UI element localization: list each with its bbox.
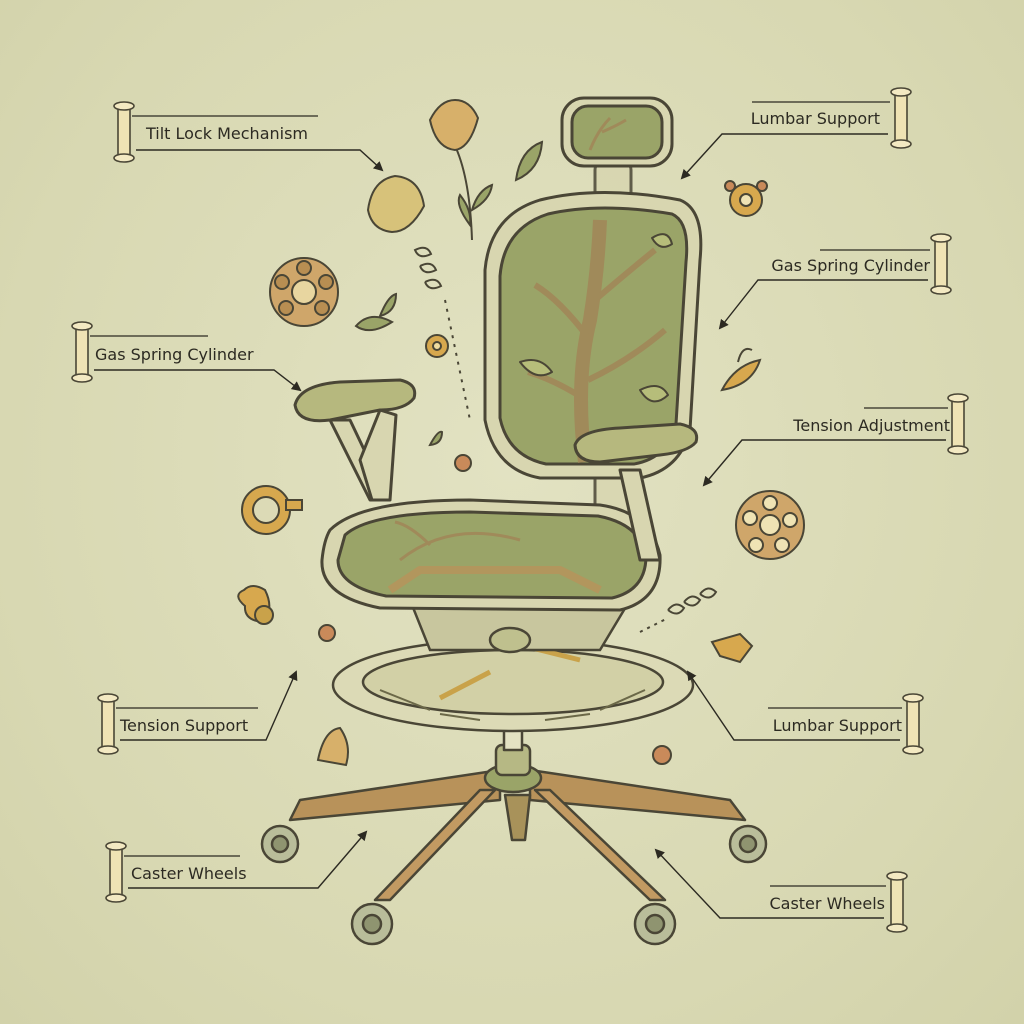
- backrest: [483, 158, 703, 542]
- callout-tension-support: Tension Support: [97, 670, 298, 755]
- armrests: [293, 378, 699, 562]
- callout-tension-adjustment: Tension Adjustment: [702, 393, 969, 487]
- caster-wheels: [260, 824, 768, 946]
- label-tension-adjustment: Tension Adjustment: [792, 416, 950, 435]
- callout-caster-left: Caster Wheels: [105, 830, 368, 903]
- callout-lumbar-top: Lumbar Support: [680, 87, 912, 180]
- seat: [320, 498, 662, 612]
- label-lumbar-top: Lumbar Support: [751, 109, 880, 128]
- decorations: [237, 98, 805, 767]
- callout-gas-spring-left: Gas Spring Cylinder: [71, 321, 302, 392]
- label-gas-spring-right: Gas Spring Cylinder: [771, 256, 930, 275]
- callout-caster-right: Caster Wheels: [654, 848, 908, 933]
- label-tension-support: Tension Support: [119, 716, 248, 735]
- label-tilt-lock: Tilt Lock Mechanism: [145, 124, 308, 143]
- headrest: [560, 96, 674, 168]
- callout-lumbar-bottom: Lumbar Support: [686, 670, 924, 755]
- label-lumbar-bottom: Lumbar Support: [773, 716, 902, 735]
- callout-tilt-lock: Tilt Lock Mechanism: [113, 101, 384, 172]
- label-caster-left: Caster Wheels: [131, 864, 247, 883]
- callout-gas-spring-right: Gas Spring Cylinder: [718, 233, 952, 330]
- label-caster-right: Caster Wheels: [769, 894, 885, 913]
- foot-ring: [331, 637, 695, 733]
- label-gas-spring-left: Gas Spring Cylinder: [95, 345, 254, 364]
